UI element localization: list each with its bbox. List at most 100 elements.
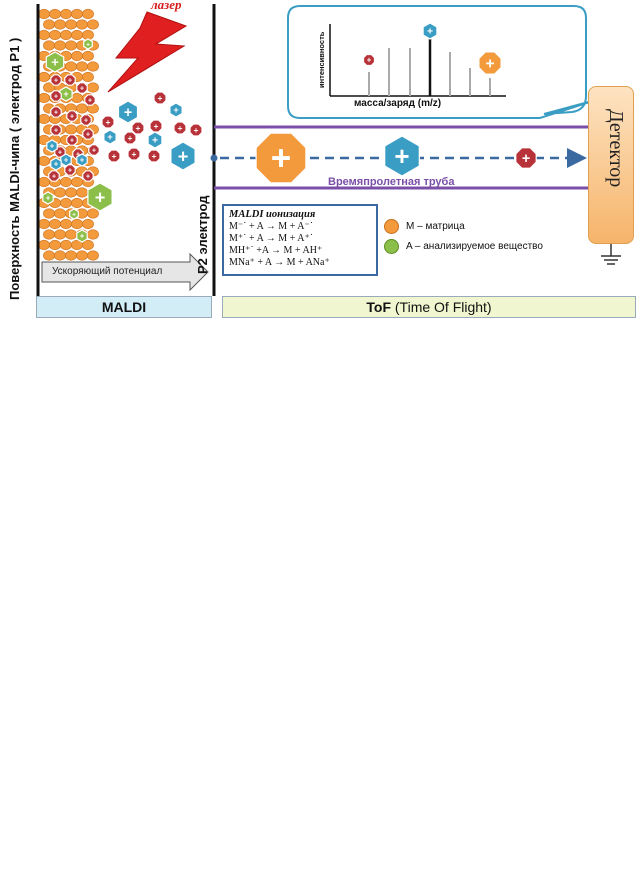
matrix-particle <box>54 250 66 261</box>
embedded-red-ion-plus: + <box>86 172 90 181</box>
maldi-section-label: MALDI <box>101 299 147 315</box>
desorbed-red-ion-plus: + <box>154 121 159 131</box>
desorbed-red-ion <box>101 115 115 129</box>
desorbed-blue-ion-plus: + <box>107 132 112 142</box>
matrix-particle <box>43 208 55 219</box>
desorbed-red-ion-plus: + <box>106 117 111 127</box>
peak-orange-ion-plus: + <box>485 55 494 72</box>
matrix-particle <box>82 8 94 20</box>
embedded-red-ion <box>76 82 88 94</box>
embedded-red-ion-plus: + <box>80 84 84 93</box>
matrix-particle <box>71 218 83 230</box>
tube-medium-ion-plus: + <box>394 141 409 171</box>
maldi-section-bar: MALDI <box>36 296 212 318</box>
analyte-particle-plus: + <box>46 194 51 203</box>
desorbed-red-ion <box>131 121 145 135</box>
tube-large-ion <box>255 132 307 184</box>
matrix-particle <box>54 40 66 51</box>
ionization-legend: MALDI ионизация M⁻˙ + A → M + A⁻˙ M⁺˙ + … <box>222 204 378 276</box>
peak-red-ion <box>362 53 376 67</box>
matrix-particle <box>87 250 99 261</box>
embedded-red-ion <box>48 170 60 182</box>
embedded-blue-ion-plus: + <box>64 156 69 165</box>
matrix-particle <box>49 218 61 230</box>
tof-section-bold: ToF <box>366 299 391 315</box>
embedded-blue-ion <box>60 153 72 167</box>
embedded-red-ion <box>66 134 78 146</box>
matrix-particle <box>87 61 99 72</box>
matrix-particle <box>82 50 94 62</box>
embedded-blue-ion <box>50 157 62 171</box>
embedded-red-ion <box>80 114 92 126</box>
matrix-particle <box>65 40 77 51</box>
matrix-particle <box>38 29 50 41</box>
desorbed-red-ion-plus: + <box>132 149 137 159</box>
matrix-particle <box>38 239 50 251</box>
matrix-particle <box>60 239 72 251</box>
accel-potential-label: Ускоряющий потенциал <box>52 266 163 277</box>
embedded-red-ion-plus: + <box>54 92 58 101</box>
spectrum-x-label: масса/заряд (m/z) <box>354 98 442 109</box>
matrix-particle <box>65 61 77 72</box>
embedded-red-ion <box>50 106 62 118</box>
analyte-particle-plus: + <box>51 55 59 70</box>
maldi-tof-diagram: ++++++++++++++++++++++++++++ +++++++++++… <box>0 0 640 330</box>
surface-electrode-label: Поверхность MALDI-чипа ( электрод P1 ) <box>7 37 22 300</box>
matrix-particle <box>82 71 94 83</box>
tof-section-rest: (Time Of Flight) <box>391 299 492 315</box>
tube-small-ion-plus: + <box>522 151 530 167</box>
matrix-particle <box>87 82 99 93</box>
analyte-particle <box>59 86 73 102</box>
matrix-particle <box>43 19 55 30</box>
matrix-particle <box>65 250 77 261</box>
desorbed-blue-ion-plus: + <box>152 136 158 147</box>
matrix-crystal-layer: ++++++++++++++++++++++++++++ <box>38 8 113 261</box>
legend-analyte: A – анализируемое вещество <box>384 239 543 254</box>
embedded-red-ion-plus: + <box>54 108 58 117</box>
embedded-blue-ion <box>46 139 58 153</box>
embedded-red-ion-plus: + <box>54 126 58 135</box>
matrix-particle <box>38 176 50 188</box>
analyte-swatch-icon <box>384 239 399 254</box>
matrix-particle <box>71 29 83 41</box>
matrix-particle <box>71 8 83 20</box>
legend-matrix: M – матрица <box>384 219 465 234</box>
desorbed-blue-ion <box>147 131 163 149</box>
matrix-particle <box>54 208 66 219</box>
matrix-particle <box>60 8 72 20</box>
desorbed-blue-ion <box>169 102 183 118</box>
matrix-particle <box>38 155 50 167</box>
desorbed-red-ion <box>147 149 161 163</box>
legend-matrix-label: M – матрица <box>406 221 465 233</box>
ionization-line: M⁺˙ + A → M + A⁺˙ <box>229 233 314 244</box>
matrix-particle <box>82 218 94 230</box>
analyte-particle <box>42 191 54 205</box>
diagram-artwork: ++++++++++++++++++++++++++++ +++++++++++… <box>36 4 621 296</box>
desorbed-red-ion-plus: + <box>178 123 183 133</box>
ionization-line: M⁻˙ + A → M + A⁻˙ <box>229 221 314 232</box>
desorbed-red-ion-plus: + <box>158 93 163 103</box>
matrix-particle <box>71 197 83 209</box>
embedded-red-ion <box>64 164 76 176</box>
embedded-red-ion <box>64 74 76 86</box>
embedded-red-ion <box>66 110 78 122</box>
desorbed-red-ion <box>153 91 167 105</box>
analyte-particle <box>83 38 93 50</box>
embedded-red-ion-plus: + <box>68 76 72 85</box>
embedded-blue-ion <box>76 153 88 167</box>
peak-orange-ion <box>478 51 502 75</box>
ionization-title: MALDI ионизация <box>229 209 316 220</box>
matrix-particle <box>54 229 66 240</box>
spectrum-y-label: интенсивность <box>317 31 326 88</box>
spectrum-peaks: +++ <box>362 22 502 96</box>
matrix-particle <box>71 92 83 104</box>
tube-small-ion <box>515 147 537 169</box>
tube-label: Времяпролетная труба <box>328 176 455 188</box>
analyte-particle-plus: + <box>80 232 85 241</box>
analyte-particle <box>87 182 113 212</box>
desorbed-blue-ion-plus: + <box>124 105 132 121</box>
desorbed-red-ion-plus: + <box>112 151 117 161</box>
analyte-particle-plus: + <box>72 211 76 218</box>
matrix-particle <box>49 29 61 41</box>
matrix-particle <box>60 197 72 209</box>
